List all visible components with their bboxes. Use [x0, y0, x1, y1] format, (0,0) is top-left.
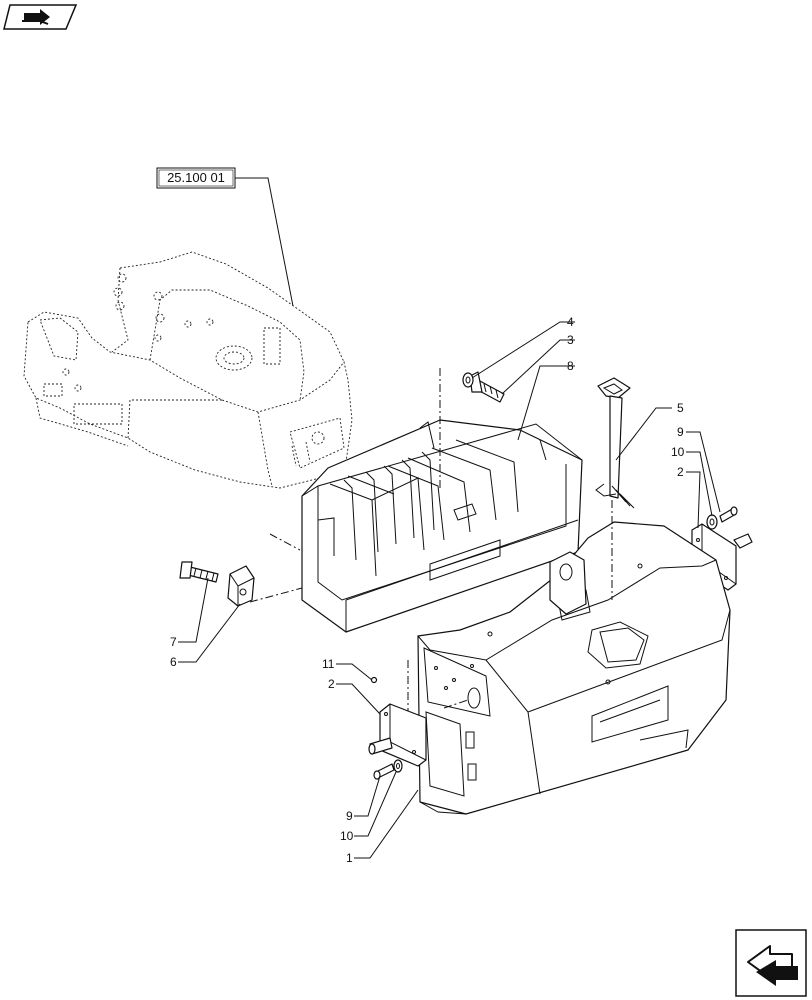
leader-lines: [178, 321, 721, 859]
reference-label-box[interactable]: 25.100 01: [156, 167, 236, 189]
previous-page-icon[interactable]: [3, 4, 78, 30]
callout-9: 9: [346, 809, 353, 823]
callout-4: 4: [567, 315, 574, 329]
reference-label: 25.100 01: [167, 170, 225, 185]
centerline: [249, 587, 303, 603]
callout-10: 10: [340, 829, 354, 843]
washer-10-right: [706, 514, 718, 530]
centerline: [269, 533, 301, 551]
callout-7: 7: [170, 635, 177, 649]
plate-2-right: [691, 523, 753, 591]
callout-9: 9: [677, 425, 684, 439]
callout-10: 10: [671, 445, 685, 459]
insert-6: [227, 565, 255, 607]
bolt-7: [179, 561, 219, 583]
washer-10-left: [393, 759, 403, 773]
callout-5: 5: [677, 401, 684, 415]
callout-2: 2: [328, 677, 335, 691]
callout-3: 3: [567, 333, 574, 347]
bolt-9-left: [373, 763, 395, 780]
next-page-icon[interactable]: [735, 929, 807, 997]
pin-11: [370, 676, 378, 684]
weight-support-bracket: [301, 419, 583, 633]
ballast-weight: [417, 521, 731, 815]
bolt-9-right: [719, 506, 738, 523]
callout-1: 1: [346, 851, 353, 865]
centerline: [443, 699, 469, 709]
plate-2-left: [368, 703, 427, 767]
pin-5: [595, 377, 635, 509]
axle-support-frame: [23, 251, 353, 489]
reference-leader: [235, 177, 294, 307]
callout-6: 6: [170, 655, 177, 669]
callout-labels: 4 3 8 5 9 10 2 7 6 11 2 9 10 1: [170, 315, 685, 865]
callout-8: 8: [567, 359, 574, 373]
callout-11: 11: [322, 657, 335, 671]
callout-2: 2: [677, 465, 684, 479]
washer-4: [462, 372, 474, 388]
